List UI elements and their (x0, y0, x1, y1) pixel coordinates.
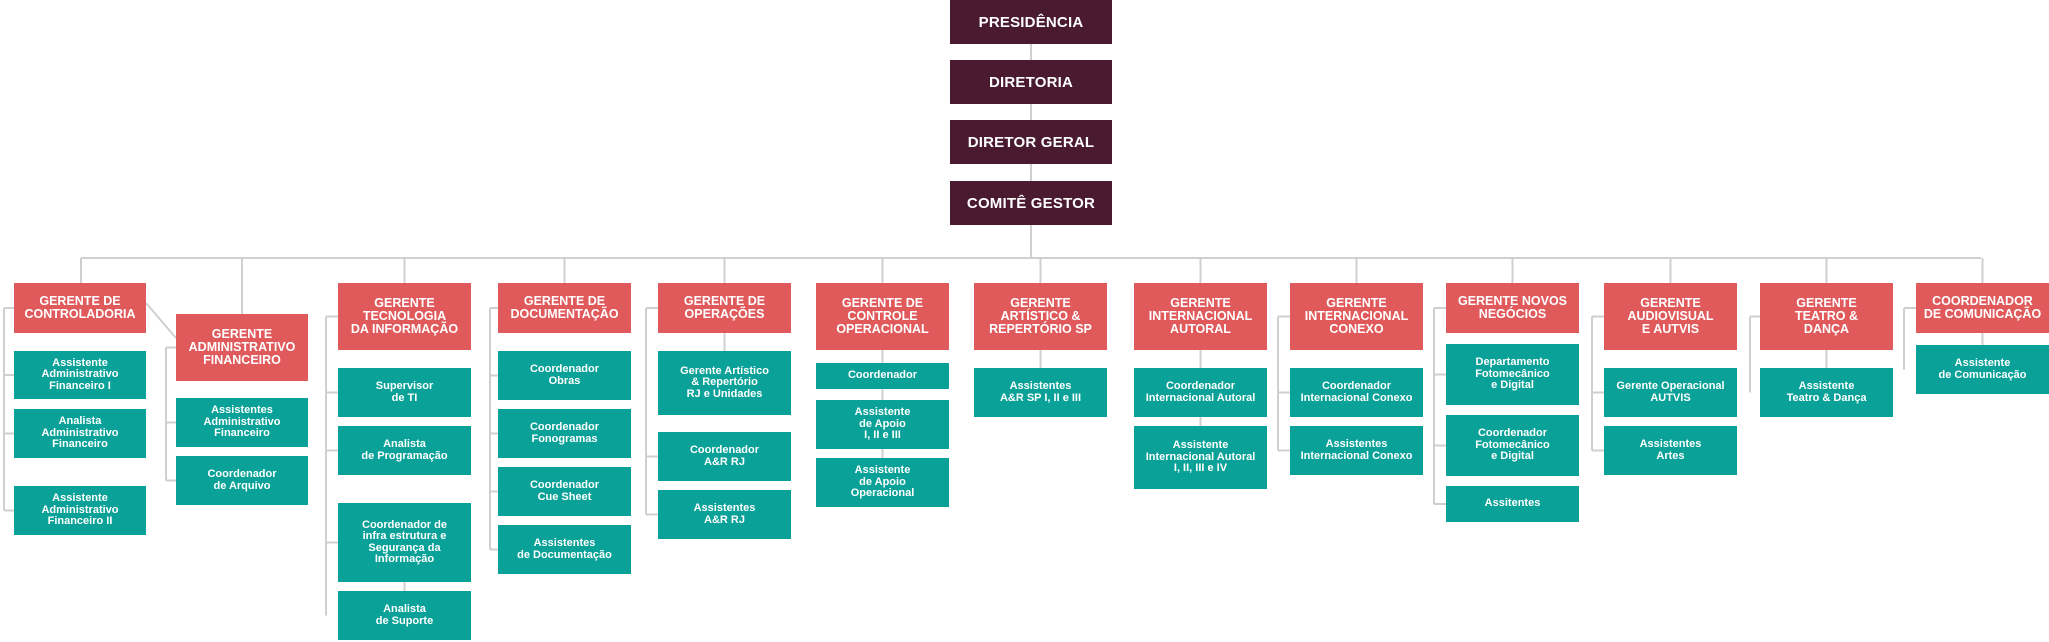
staff-box: Assistente Internacional Autoral I, II, … (1134, 426, 1267, 489)
staff-box: Assistente Administrativo Financeiro I (14, 351, 146, 399)
staff-box: Assistente de Apoio Operacional (816, 458, 949, 507)
staff-box: Gerente Artístico & Repertório RJ e Unid… (658, 351, 791, 415)
staff-box: Coordenador de Arquivo (176, 456, 308, 505)
staff-box: Assistentes de Documentação (498, 525, 631, 574)
staff-box: Supervisor de TI (338, 368, 471, 417)
manager-box: GERENTE TEATRO & DANÇA (1760, 283, 1893, 350)
manager-box: GERENTE INTERNACIONAL AUTORAL (1134, 283, 1267, 350)
staff-box: Coordenador Internacional Autoral (1134, 368, 1267, 417)
manager-box: GERENTE DE DOCUMENTAÇÃO (498, 283, 631, 333)
diretor-geral-box: DIRETOR GERAL (950, 120, 1112, 164)
staff-box: Assitentes (1446, 486, 1579, 522)
staff-box: Analista de Programação (338, 426, 471, 475)
presidencia-box: PRESIDÊNCIA (950, 0, 1112, 44)
staff-box: Coordenador Fonogramas (498, 409, 631, 458)
diretoria-box: DIRETORIA (950, 60, 1112, 104)
staff-box: Coordenador Cue Sheet (498, 467, 631, 516)
staff-box: Coordenador Fotomecânico e Digital (1446, 415, 1579, 476)
staff-box: Assistentes Internacional Conexo (1290, 426, 1423, 475)
staff-box: Analista de Suporte (338, 591, 471, 640)
manager-box: GERENTE DE CONTROLE OPERACIONAL (816, 283, 949, 350)
comite-gestor-box: COMITÊ GESTOR (950, 181, 1112, 225)
staff-box: Coordenador (816, 363, 949, 389)
manager-box: COORDENADOR DE COMUNICAÇÃO (1916, 283, 2049, 333)
staff-box: Assistente Administrativo Financeiro II (14, 486, 146, 535)
manager-box: GERENTE TECNOLOGIA DA INFORMAÇÃO (338, 283, 471, 350)
manager-box: GERENTE DE CONTROLADORIA (14, 283, 146, 333)
staff-box: Assistente de Apoio I, II e III (816, 400, 949, 449)
staff-box: Assistente Teatro & Dança (1760, 368, 1893, 417)
manager-box: GERENTE AUDIOVISUAL E AUTVIS (1604, 283, 1737, 350)
manager-box: GERENTE ADMINISTRATIVO FINANCEIRO (176, 314, 308, 381)
staff-box: Coordenador Obras (498, 351, 631, 400)
staff-box: Assistente de Comunicação (1916, 345, 2049, 394)
manager-box: GERENTE DE OPERAÇÕES (658, 283, 791, 333)
manager-box: GERENTE NOVOS NEGÓCIOS (1446, 283, 1579, 333)
staff-box: Departamento Fotomecânico e Digital (1446, 344, 1579, 405)
staff-box: Coordenador de infra estrutura e Seguran… (338, 503, 471, 582)
staff-box: Assistentes A&R SP I, II e III (974, 368, 1107, 417)
dept-connector (145, 302, 177, 339)
staff-box: Assistentes A&R RJ (658, 490, 791, 539)
staff-box: Assistentes Administrativo Financeiro (176, 398, 308, 447)
staff-box: Analista Administrativo Financeiro (14, 409, 146, 458)
staff-box: Assistentes Artes (1604, 426, 1737, 475)
staff-box: Coordenador Internacional Conexo (1290, 368, 1423, 417)
manager-box: GERENTE INTERNACIONAL CONEXO (1290, 283, 1423, 350)
staff-box: Coordenador A&R RJ (658, 432, 791, 481)
staff-box: Gerente Operacional AUTVIS (1604, 368, 1737, 417)
manager-box: GERENTE ARTÍSTICO & REPERTÓRIO SP (974, 283, 1107, 350)
